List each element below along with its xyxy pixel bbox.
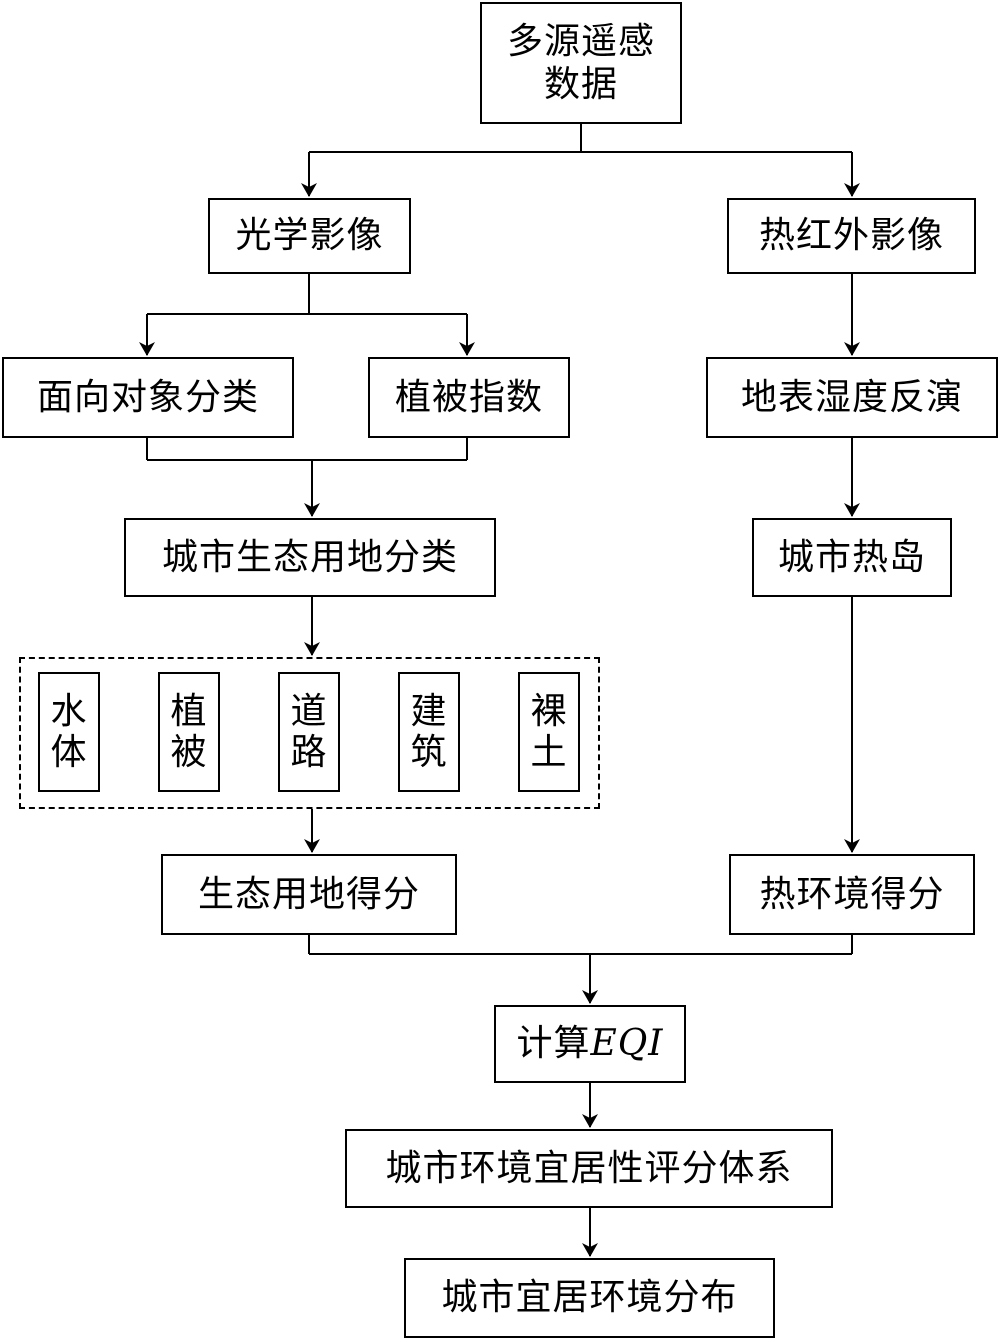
- node-land-type-bare-soil-label: 裸 土: [530, 690, 568, 773]
- node-source-data: 多源遥感 数据: [480, 2, 682, 124]
- node-object-oriented-classification-label: 面向对象分类: [36, 376, 259, 418]
- node-ecological-land-score-label: 生态用地得分: [197, 873, 420, 915]
- node-surface-inversion: 地表湿度反演: [706, 357, 998, 438]
- connector-classify-merge: [146, 438, 468, 461]
- node-calculate-eqi-prefix: 计算: [516, 1023, 591, 1065]
- node-livable-environment-distribution: 城市宜居环境分布: [404, 1258, 775, 1338]
- node-object-oriented-classification: 面向对象分类: [2, 357, 294, 438]
- node-land-type-water-label: 水 体: [50, 690, 88, 773]
- node-livable-environment-distribution-label: 城市宜居环境分布: [441, 1277, 738, 1319]
- node-optical-imagery-label: 光学影像: [235, 215, 384, 257]
- node-vegetation-index-label: 植被指数: [394, 376, 543, 418]
- node-urban-heat-island-label: 城市热岛: [777, 536, 926, 578]
- node-ecological-land-score: 生态用地得分: [161, 854, 457, 935]
- node-thermal-infrared-imagery: 热红外影像: [727, 198, 976, 274]
- node-land-type-road-label: 道 路: [290, 690, 328, 773]
- connector-source-split: [309, 124, 852, 153]
- node-optical-imagery: 光学影像: [208, 198, 411, 274]
- node-land-type-vegetation-label: 植 被: [170, 690, 208, 773]
- node-land-type-building-label: 建 筑: [410, 690, 448, 773]
- node-land-type-water: 水 体: [38, 672, 100, 792]
- node-land-type-bare-soil: 裸 土: [518, 672, 580, 792]
- node-land-type-building: 建 筑: [398, 672, 460, 792]
- node-thermal-environment-score-label: 热环境得分: [759, 873, 945, 915]
- connector-optical-split: [147, 274, 467, 315]
- node-surface-inversion-label: 地表湿度反演: [740, 376, 963, 418]
- connector-score-merge: [308, 935, 853, 955]
- land-type-group: [19, 657, 600, 809]
- node-livability-scoring-system-label: 城市环境宜居性评分体系: [385, 1147, 793, 1189]
- node-urban-ecological-land-classification-label: 城市生态用地分类: [161, 536, 458, 578]
- node-source-data-label: 多源遥感 数据: [506, 20, 655, 105]
- node-land-type-vegetation: 植 被: [158, 672, 220, 792]
- node-thermal-environment-score: 热环境得分: [729, 854, 975, 935]
- node-land-type-road: 道 路: [278, 672, 340, 792]
- node-vegetation-index: 植被指数: [368, 357, 570, 438]
- node-livability-scoring-system: 城市环境宜居性评分体系: [345, 1129, 833, 1208]
- node-urban-heat-island: 城市热岛: [752, 518, 952, 597]
- node-thermal-infrared-imagery-label: 热红外影像: [758, 215, 944, 257]
- node-calculate-eqi-variable: EQI: [590, 1023, 664, 1065]
- node-urban-ecological-land-classification: 城市生态用地分类: [124, 518, 496, 597]
